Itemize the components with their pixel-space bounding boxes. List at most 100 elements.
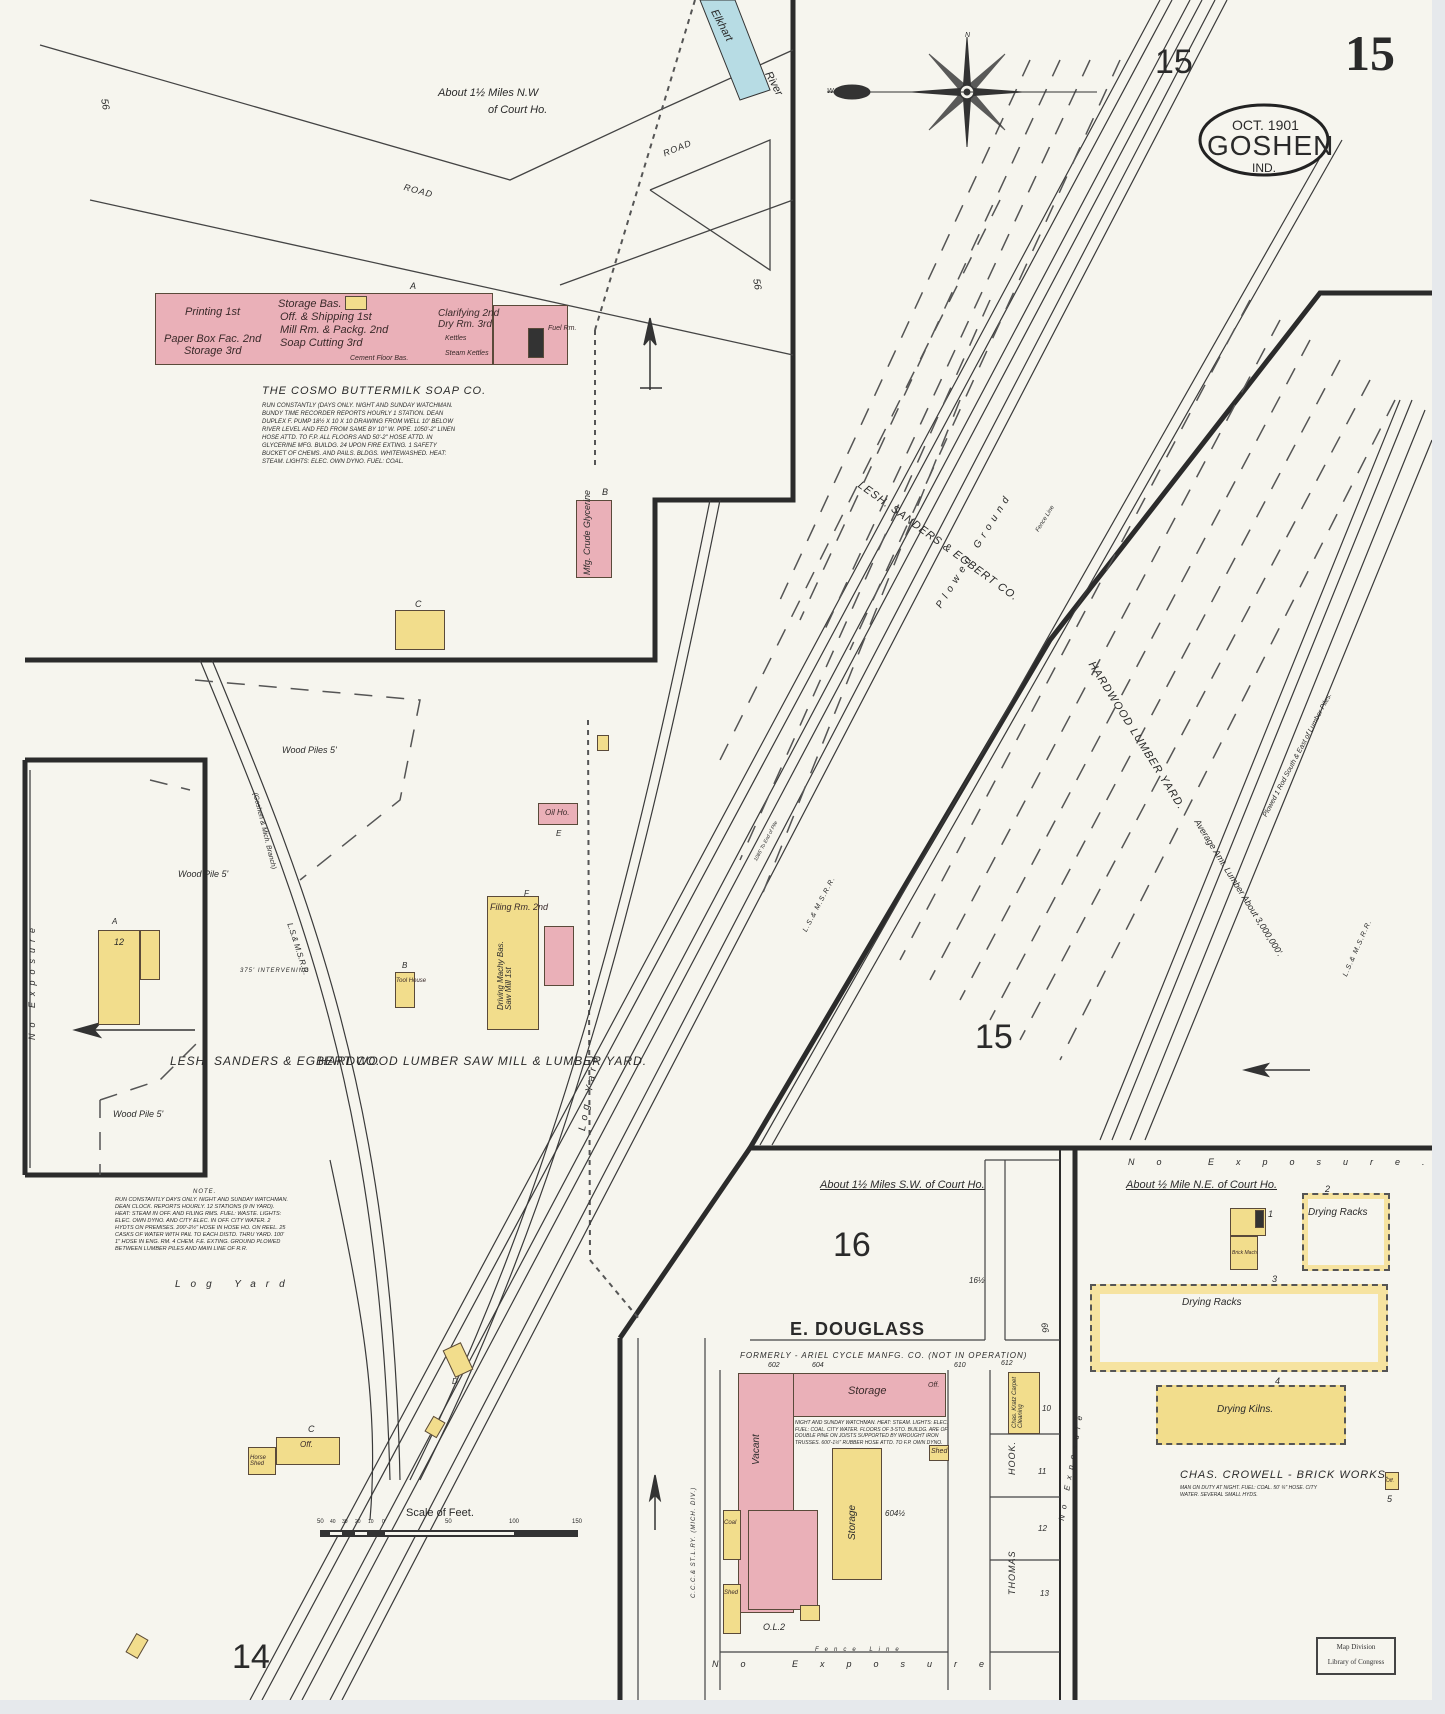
number-66: 66 — [1039, 1321, 1051, 1334]
number-16-half: 16½ — [969, 1276, 985, 1285]
room-soap-cutting: Soap Cutting 3rd — [280, 337, 363, 349]
bldg-label-b-mill: B — [402, 961, 408, 970]
room-paper-box: Paper Box Fac. 2nd — [164, 333, 262, 345]
wood-pile-label-3: Wood Pile 5' — [113, 1109, 164, 1119]
brick-works-note: Man on duty at night. Fuel: coal. 50' ¾"… — [1180, 1485, 1317, 1498]
cosmo-elevator — [345, 296, 367, 310]
brick-works-company: CHAS. CROWELL - BRICK WORKS. — [1180, 1469, 1390, 1481]
address-612: 612 — [1001, 1360, 1013, 1367]
room-storage-bas: Storage Bas. — [278, 298, 342, 310]
ariel-storage-label: Storage — [848, 1385, 887, 1397]
room-dry: Dry Rm. 3rd — [438, 319, 492, 330]
ol2-label: O.L.2 — [763, 1622, 786, 1632]
bldg-num-3: 3 — [1272, 1274, 1278, 1284]
room-printing: Printing 1st — [185, 306, 241, 318]
no-exposure-bottom: No Exposure — [712, 1659, 1007, 1669]
room-mill-packing: Mill Rm. & Packg. 2nd — [280, 324, 389, 336]
cccstl-railroad-label: C.C.C.& ST.L.RY. (Mich. Div.) — [691, 1486, 697, 1598]
room-kettles: Kettles — [445, 335, 467, 342]
ariel-rear — [748, 1510, 818, 1610]
fence-line-bottom: Fence Line — [815, 1647, 905, 1653]
brick-machine-label: Brick Mach. — [1232, 1250, 1259, 1256]
dwelling-number: 12 — [114, 937, 125, 947]
shed-c — [395, 610, 445, 650]
block-number-15-center: 15 — [975, 1018, 1013, 1056]
room-fuel: Fuel Rm. — [548, 325, 577, 332]
coal-label: Coal — [724, 1520, 737, 1526]
storage-yellow — [832, 1448, 882, 1580]
shed-2 — [723, 1584, 741, 1634]
carpet-cleaning — [1008, 1372, 1040, 1434]
address-610: 610 — [954, 1362, 966, 1369]
drying-racks-2-label: Drying Racks — [1308, 1207, 1368, 1218]
wood-pile-label-2: Wood Pile 5' — [178, 869, 229, 879]
bldg-label-f: F — [524, 889, 529, 898]
block-number-56-left: 56 — [98, 97, 111, 111]
address-604: 604 — [812, 1362, 824, 1369]
location-note-nw-1: About 1½ Miles N.W — [438, 87, 539, 99]
library-of-congress-stamp: Map Division Library of Congress — [1316, 1637, 1396, 1675]
room-cement-floor: Cement Floor Bas. — [350, 355, 409, 362]
storage-yellow-label: Storage — [847, 1504, 858, 1540]
dwelling-a-ext — [140, 930, 160, 980]
tool-house — [395, 972, 415, 1008]
drying-racks-2-inner — [1308, 1199, 1384, 1265]
location-note-sw: About 1½ Miles S.W. of Court Ho. — [820, 1179, 985, 1191]
shed-label: Shed — [931, 1448, 948, 1455]
lot-10: 10 — [1042, 1404, 1051, 1413]
lumber-company-title: LESH, SANDERS & EGBERT CO. — [170, 1054, 381, 1068]
block-number-16: 16 — [833, 1226, 871, 1264]
stamp-line-1: Map Division — [1336, 1643, 1376, 1651]
city-name: GOSHEN — [1207, 130, 1335, 161]
bldg-num-2: 2 — [1325, 1184, 1331, 1194]
bldg-num-1: 1 — [1268, 1209, 1274, 1219]
sheet-ref-number: 15 — [1155, 43, 1193, 81]
ariel-note: Night and Sunday watchman. Heat: steam. … — [795, 1420, 948, 1446]
address-604-half: 604½ — [885, 1509, 906, 1518]
bldg-label-a: A — [410, 281, 417, 291]
shed-label-2: Shed — [724, 1590, 739, 1596]
ariel-company-label: Formerly - ARIEL CYCLE MANFG. CO. (Not i… — [740, 1351, 1028, 1360]
map-date: OCT. 1901 — [1232, 117, 1299, 133]
cosmo-company-name: THE COSMO BUTTERMILK SOAP CO. — [262, 385, 487, 397]
horse-shed-label: Horse Shed — [250, 1455, 267, 1467]
scale-bar-graphic — [320, 1530, 578, 1537]
shed-1 — [929, 1445, 949, 1461]
drying-racks-3-inner — [1100, 1294, 1378, 1362]
scale-title: Scale of Feet. — [406, 1507, 474, 1519]
ariel-vacant-label: Vacant — [751, 1434, 762, 1465]
carpet-cleaning-label: Chas. Kratz Carpet Cleaning — [1012, 1376, 1024, 1428]
room-office-shipping: Off. & Shipping 1st — [280, 311, 372, 323]
bldg-label-e: E — [556, 829, 562, 838]
office-label-c: Off. — [300, 1440, 313, 1449]
compass-rose-icon — [827, 36, 1097, 148]
label-d: D — [452, 1377, 458, 1386]
saw-mill — [487, 896, 539, 1030]
mill-note-text: Run constantly days only. Night and Sund… — [115, 1197, 288, 1252]
street-e-douglass: E. DOUGLASS — [790, 1319, 926, 1339]
brick-office — [1385, 1472, 1399, 1490]
log-yard-label: Log Yard — [175, 1279, 295, 1290]
label-c-top: C — [415, 599, 422, 609]
oil-shed — [800, 1605, 820, 1621]
cosmo-soap-building — [155, 293, 493, 365]
label-c-office: C — [308, 1424, 315, 1434]
block-number-14: 14 — [232, 1638, 270, 1676]
wood-piles-label: Wood Piles 5' — [282, 745, 337, 755]
engine-room — [544, 926, 574, 986]
no-exposure-top-right: No Exposure. — [1128, 1157, 1445, 1167]
saw-mill-label: Driving Machy Bas. Saw Mill 1st — [496, 941, 513, 1010]
lot-11: 11 — [1038, 1467, 1047, 1476]
filing-room-label: Filing Rm. 2nd — [490, 902, 549, 912]
lot-12: 12 — [1038, 1524, 1047, 1533]
bldg-num-4: 4 — [1275, 1376, 1281, 1386]
brick-machine — [1230, 1236, 1258, 1270]
drying-kilns-box — [1156, 1385, 1346, 1445]
compass-west-label: W — [827, 88, 834, 95]
boiler — [528, 328, 544, 358]
horse-shed — [248, 1447, 276, 1475]
coal-shed — [723, 1510, 741, 1560]
page-number: 15 — [1345, 25, 1395, 81]
street-hook: HOOK. — [1007, 1440, 1017, 1475]
